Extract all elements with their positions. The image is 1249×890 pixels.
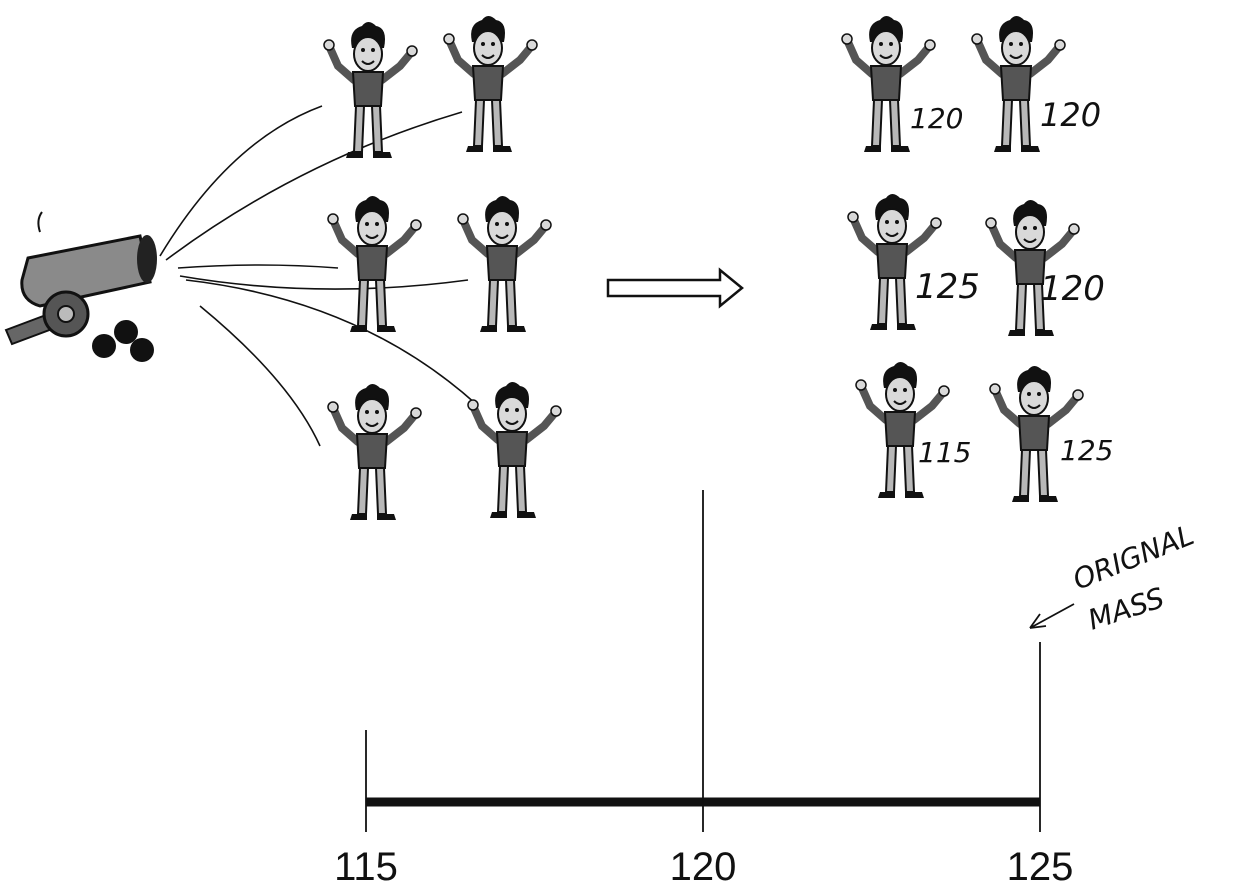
axis-tick-label: 115	[334, 845, 398, 889]
axis-tick-label: 120	[670, 845, 737, 889]
annotation-arrow-icon	[1029, 603, 1075, 629]
mass-axis: 115 120 125	[334, 490, 1073, 889]
axis-tick-label: 125	[1007, 845, 1074, 889]
person-figure	[328, 196, 421, 332]
person-figure	[468, 382, 561, 518]
person-figure	[458, 196, 551, 332]
before-group	[324, 16, 561, 520]
person-figure	[328, 384, 421, 520]
transition-arrow-icon	[606, 267, 744, 309]
mass-label: 125	[1060, 434, 1113, 467]
mass-label: 120	[910, 102, 963, 135]
trajectories	[159, 105, 477, 447]
cannon-icon	[4, 211, 157, 362]
person-figure	[848, 194, 941, 330]
mass-label: 120	[1040, 269, 1105, 309]
person-figure	[856, 362, 949, 498]
person-figure	[444, 16, 537, 152]
person-figure	[986, 200, 1079, 336]
annotation-line-1: ORIGNAL	[1068, 518, 1198, 596]
person-figure	[324, 22, 417, 158]
mass-label: 115	[918, 436, 971, 469]
after-group: 120 120 125 120 115 125	[842, 16, 1113, 502]
mass-label: 125	[915, 267, 980, 307]
mass-label: 120	[1040, 96, 1101, 134]
original-mass-annotation: ORIGNAL MASS	[1029, 518, 1199, 637]
